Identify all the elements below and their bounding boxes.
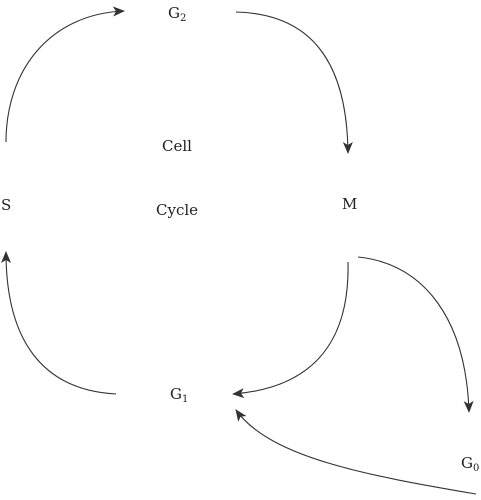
center-label-cell: Cell	[162, 137, 192, 155]
center-label-cycle: Cycle	[156, 201, 199, 219]
arrow-g2-to-m	[235, 11, 353, 154]
arrow-g1-to-s	[1, 251, 117, 395]
phase-label-m: M	[342, 195, 358, 213]
arrow-g0-to-g1	[235, 409, 477, 495]
arrow-m-to-g0	[357, 256, 474, 413]
arrow-m-to-g1	[232, 261, 349, 399]
phase-label-g0: G0	[461, 454, 480, 474]
arrow-s-to-g2	[5, 6, 125, 143]
phase-label-s: S	[1, 196, 12, 214]
phase-label-g2: G2	[168, 4, 187, 24]
phase-label-g1: G1	[170, 385, 189, 405]
